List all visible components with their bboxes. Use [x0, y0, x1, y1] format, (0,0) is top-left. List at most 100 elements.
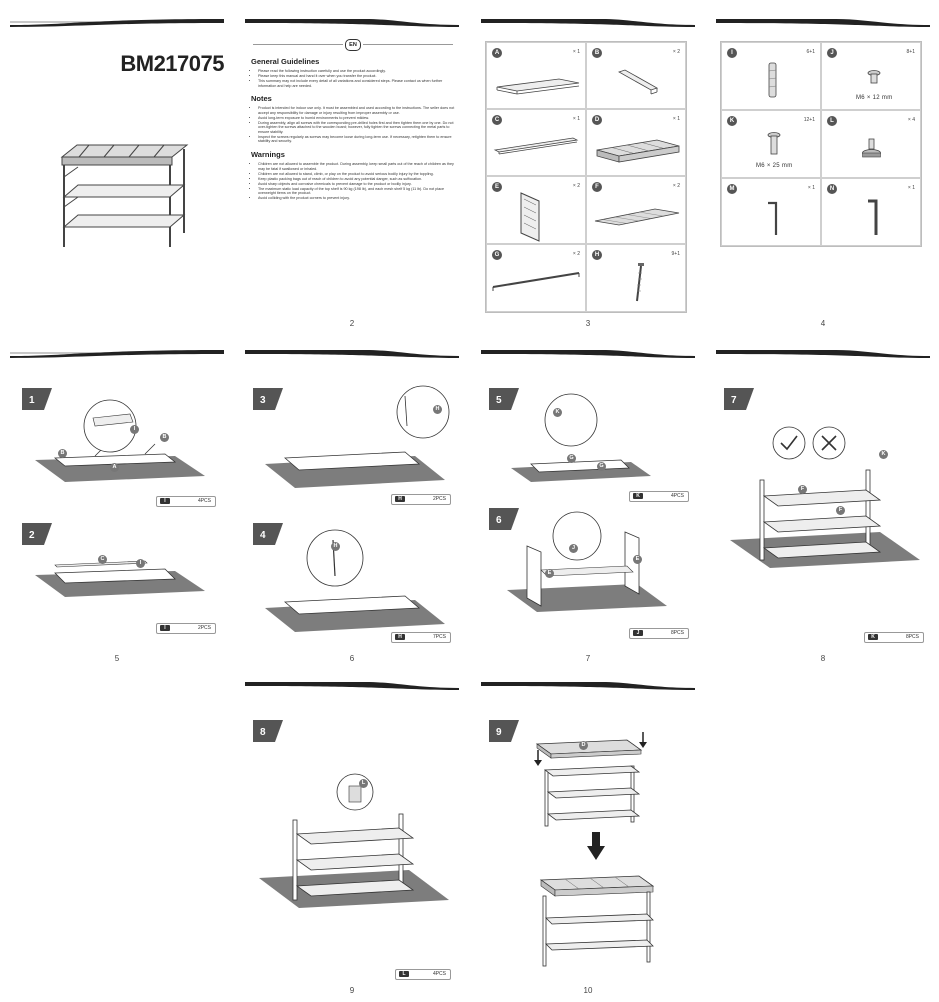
list-item: During assembly, align all screws with t… — [258, 121, 457, 135]
dowel-i-icon — [768, 62, 777, 98]
part-letter: C — [492, 115, 502, 125]
notes-list: Product is intended for indoor use only.… — [251, 106, 457, 144]
header-swoosh — [481, 682, 695, 690]
step-number: 1 — [29, 395, 35, 406]
bolt-k-icon — [767, 132, 781, 155]
step-5-diagram — [511, 393, 651, 482]
part-letter: I — [727, 48, 737, 58]
step-number: 2 — [29, 530, 35, 541]
pill-letter: K — [868, 634, 878, 640]
warnings-list: Children are not allowed to assemble the… — [251, 162, 457, 201]
list-item: The maximum static load capacity of the … — [258, 187, 457, 196]
finished-bench-illustration — [539, 875, 655, 967]
part-qty: × 1 — [907, 185, 915, 191]
step-9-page: 9 D 10 — [481, 680, 695, 996]
big-arrow-down-icon — [587, 832, 605, 860]
pill-letter: I — [160, 625, 170, 631]
bolt-size-label: M6 × 25 mm — [756, 163, 793, 169]
part-label-l: L — [359, 779, 368, 788]
cushion-d-icon — [596, 139, 680, 163]
part-letter: L — [827, 116, 837, 126]
bolt-size-label: M6 × 12 mm — [856, 95, 893, 101]
part-letter: A — [492, 48, 502, 58]
part-qty: × 1 — [572, 49, 580, 55]
hw-cell-m: M× 1 — [721, 178, 821, 246]
part-label-j: J — [569, 544, 578, 553]
list-item: Avoid long-term exposure to humid enviro… — [258, 116, 457, 121]
part-label-k: K — [879, 450, 888, 459]
list-item: Avoid sharp objects and corrosive chemic… — [258, 182, 457, 187]
header-swoosh — [716, 19, 930, 27]
step-badge: 7 — [724, 388, 754, 410]
page-number: 7 — [585, 654, 591, 663]
list-item: Product is intended for indoor use only.… — [258, 106, 457, 115]
part-label-i: I — [136, 559, 145, 568]
step-badge: 9 — [489, 720, 519, 742]
part-cell-g: G× 2 — [486, 244, 586, 312]
list-item: This summary may not include every detai… — [258, 79, 457, 88]
part-label-i: I — [130, 425, 139, 434]
magnifier-foot-icon — [336, 773, 374, 811]
pill-qty: 2PCS — [197, 625, 211, 631]
pill-qty: 2PCS — [432, 496, 446, 502]
part-qty: 12+1 — [803, 117, 815, 123]
part-letter: J — [827, 48, 837, 58]
pill-letter: J — [633, 630, 643, 636]
step-badge: 1 — [22, 388, 52, 410]
part-letter: E — [492, 182, 502, 192]
pill-qty: 4PCS — [197, 498, 211, 504]
warnings-heading: Warnings — [251, 150, 285, 160]
part-label-b: B — [58, 449, 67, 458]
step-8-diagram — [259, 813, 449, 908]
part-cell-e: E× 2 — [486, 176, 586, 244]
pill-letter: H — [395, 634, 405, 640]
step-number: 9 — [496, 727, 502, 738]
step-badge: 6 — [489, 508, 519, 530]
header-swoosh — [716, 350, 930, 358]
hardware-count-pill: I 4PCS — [156, 496, 216, 507]
step-badge: 2 — [22, 523, 52, 545]
step-badge: 8 — [253, 720, 283, 742]
part-cell-a: A × 1 — [486, 42, 586, 109]
bench-illustration — [60, 144, 189, 247]
part-qty: × 1 — [672, 116, 680, 122]
mesh-shelf-f-icon — [594, 208, 680, 226]
pill-letter: K — [633, 493, 643, 499]
step-number: 7 — [731, 395, 737, 406]
guidelines-heading: General Guidelines — [251, 57, 320, 66]
pill-letter: I — [160, 498, 170, 504]
part-cell-d: D × 1 — [586, 109, 686, 176]
part-letter: N — [827, 184, 837, 194]
page-number: 9 — [349, 986, 355, 995]
board-a-icon — [496, 78, 580, 95]
header-swoosh — [245, 19, 459, 27]
page-number: 6 — [349, 654, 355, 663]
model-number: BM217075 — [120, 51, 224, 76]
header-swoosh — [481, 350, 695, 358]
page-number: 2 — [349, 319, 355, 328]
list-item: Inspect the screws regularly as screws m… — [258, 135, 457, 144]
wood-screw-h-icon — [636, 263, 644, 302]
allen-key-m-icon — [768, 201, 778, 235]
part-letter: D — [592, 115, 602, 125]
part-letter: B — [592, 48, 602, 58]
header-swoosh — [481, 19, 695, 27]
step-7-diagram — [730, 469, 920, 568]
part-label-e: E — [633, 555, 642, 564]
rod-g-icon — [492, 272, 580, 291]
part-label-f: F — [836, 506, 845, 515]
step-1-diagram — [35, 399, 205, 482]
leveling-foot-l-icon — [862, 138, 881, 158]
step-3-diagram — [265, 385, 450, 488]
step-number: 5 — [496, 395, 502, 406]
